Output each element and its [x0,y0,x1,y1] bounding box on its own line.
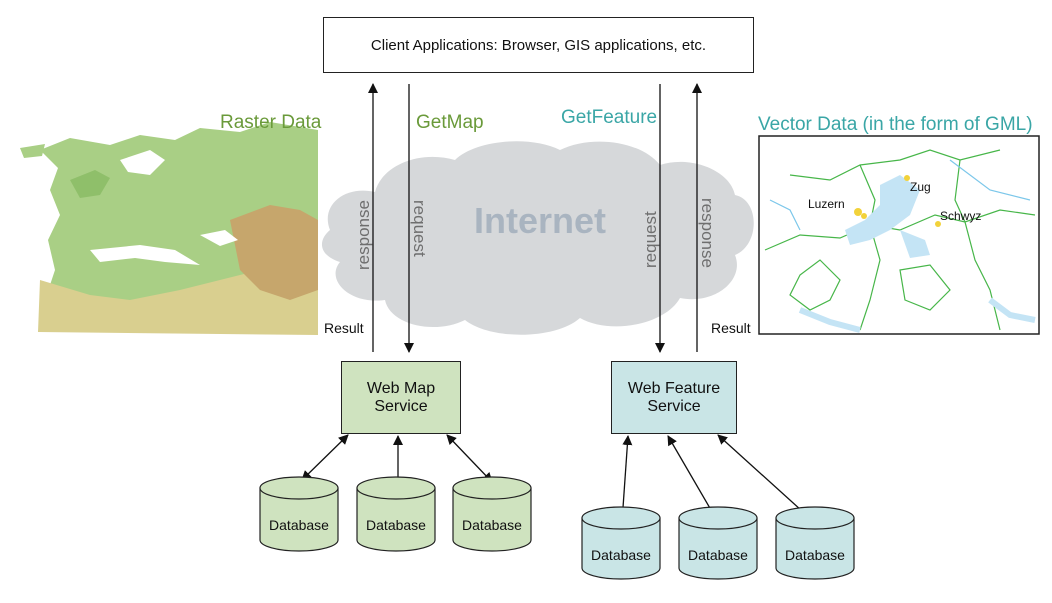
database-label: Database [591,547,651,563]
database-label: Database [688,547,748,563]
place-zug: Zug [910,180,931,194]
place-luzern: Luzern [808,197,845,211]
database-label: Database [785,547,845,563]
wms-database-3: Database [452,476,532,552]
raster-map [20,122,318,335]
vector-data-title: Vector Data (in the form of GML) [758,114,1033,135]
raster-result-label: Result [324,320,364,336]
wfs-database-1: Database [581,506,661,580]
wms-label-line1: Web Map [366,379,436,397]
wms-database-1: Database [259,476,339,552]
raster-data-title: Raster Data [220,112,322,133]
vector-result-label: Result [711,320,751,336]
wms-request-label: request [410,200,429,257]
wfs-request-label: request [641,211,660,268]
database-label: Database [269,517,329,533]
wms-database-2: Database [356,476,436,552]
wfs-database-3: Database [775,506,855,580]
database-label: Database [462,517,522,533]
internet-label: Internet [474,200,606,241]
wms-db3-arrow [446,434,493,483]
wms-db1-arrow [301,434,349,481]
web-feature-service-box: Web Feature Service [611,361,737,434]
wms-response-label: response [354,200,373,270]
internet-cloud [321,141,754,335]
wfs-label-line2: Service [647,397,701,415]
wfs-db3-arrow [717,434,813,521]
vector-map [758,135,1040,335]
client-applications-label: Client Applications: Browser, GIS applic… [370,36,707,54]
client-applications-box: Client Applications: Browser, GIS applic… [323,17,754,73]
place-schwyz: Schwyz [940,209,981,223]
database-label: Database [366,517,426,533]
web-map-service-box: Web Map Service [341,361,461,434]
getfeature-label: GetFeature [561,107,658,128]
wfs-label-line1: Web Feature [627,379,721,397]
wms-label-line2: Service [374,397,428,415]
wfs-database-2: Database [678,506,758,580]
getmap-label: GetMap [416,112,484,133]
wfs-response-label: response [698,198,717,268]
